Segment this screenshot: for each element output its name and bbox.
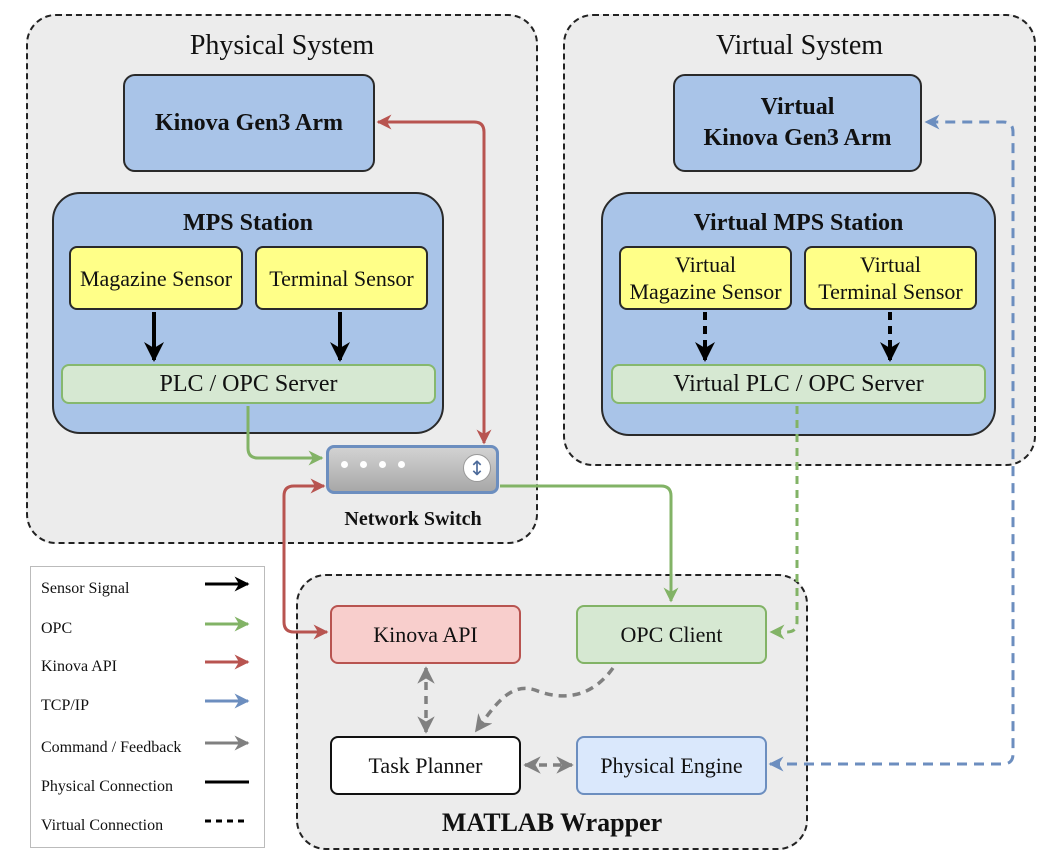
virtual-magazine-sensor: Virtual Magazine Sensor <box>619 246 792 310</box>
legend-label-opc: OPC <box>41 620 73 637</box>
switch-to-kinova-api-link <box>282 478 329 640</box>
opc-client-to-planner-link <box>474 666 615 733</box>
engine-to-virtual-arm-tcp-link <box>768 114 1015 772</box>
legend: Sensor Signal OPC Kinova API TCP/IP Comm… <box>30 566 265 848</box>
switch-port-dots <box>341 461 411 471</box>
virtual-plc-to-opc-client-link <box>769 406 799 640</box>
switch-updown-icon: ↕ <box>463 454 491 482</box>
physical-system-title: Physical System <box>189 30 375 61</box>
virtual-magazine-line1: Virtual <box>675 252 736 277</box>
plc-to-switch-opc-link <box>246 406 324 466</box>
virtual-system-title: Virtual System <box>715 30 884 61</box>
legend-label-physical-connection: Physical Connection <box>41 778 173 795</box>
legend-label-virtual-connection: Virtual Connection <box>41 817 164 834</box>
plc-opc-server: PLC / OPC Server <box>61 364 436 404</box>
magazine-sensor: Magazine Sensor <box>69 246 243 310</box>
legend-label-command-feedback: Command / Feedback <box>41 739 182 756</box>
kinova-arm-box: Kinova Gen3 Arm <box>123 74 375 172</box>
task-planner-box: Task Planner <box>330 736 521 795</box>
switch-to-opc-client-link <box>500 484 679 603</box>
mps-station-title: MPS Station <box>182 210 313 236</box>
kinova-api-box: Kinova API <box>330 605 521 664</box>
legend-label-sensor-signal: Sensor Signal <box>41 580 130 597</box>
switch-to-arm-kinova-link <box>376 114 492 445</box>
physical-engine-box: Physical Engine <box>576 736 767 795</box>
network-switch-label: Network Switch <box>344 508 482 530</box>
legend-samples <box>205 576 250 823</box>
legend-label-tcp-ip: TCP/IP <box>41 697 90 714</box>
virtual-magazine-line2: Magazine Sensor <box>629 279 782 304</box>
network-switch: ↕ <box>326 445 499 494</box>
matlab-wrapper-title: MATLAB Wrapper <box>441 808 663 837</box>
opc-client-box: OPC Client <box>576 605 767 664</box>
legend-label-kinova-api: Kinova API <box>41 658 117 675</box>
